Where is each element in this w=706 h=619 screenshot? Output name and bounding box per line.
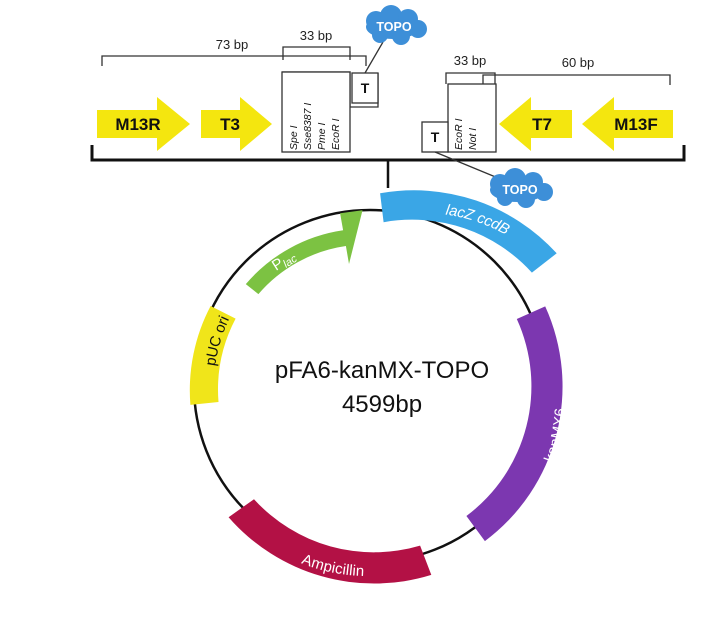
svg-text:T7: T7 — [532, 115, 552, 134]
svg-text:M13R: M13R — [115, 115, 160, 134]
plasmid-name: pFA6-kanMX-TOPO — [275, 357, 489, 384]
site-label-ecor1-right: EcoR I — [453, 118, 465, 150]
span-bracket-60bp — [482, 74, 671, 85]
feature-kanmx6: kanMX6 — [466, 306, 569, 542]
primer-arrow-m13f: M13F — [582, 97, 673, 151]
site-label-not1: Not I — [467, 128, 479, 150]
span-bracket-right-33bp — [445, 72, 496, 84]
site-label-ecor1-left: EcoR I — [330, 118, 342, 150]
plasmid-map: Plac lacZ ccdB kanMX6 Ampicillin — [189, 190, 569, 584]
right-topo-link — [434, 151, 499, 179]
left-t-overhang-label: T — [361, 80, 370, 96]
primer-arrow-m13r: M13R — [97, 97, 190, 151]
site-label-spe1: Spe I — [288, 125, 300, 150]
right-t-overhang-box — [421, 121, 449, 153]
span-bracket-left-33bp — [282, 46, 351, 60]
svg-text:M13F: M13F — [614, 115, 657, 134]
mcs-backbone-line — [90, 145, 686, 162]
feature-puc-ori: pUC ori — [189, 306, 236, 405]
topo-cloud-bottom: TOPO — [490, 168, 553, 208]
site-label-pme1: Pme I — [316, 122, 328, 150]
svg-text:TOPO: TOPO — [502, 183, 537, 197]
span-label-73bp: 73 bp — [216, 37, 249, 52]
mcs-region: 73 bp 33 bp 33 bp 60 bp M13R T3 T7 M13F — [90, 5, 686, 208]
span-label-right-33bp: 33 bp — [454, 53, 487, 68]
svg-text:T3: T3 — [220, 115, 240, 134]
site-label-sse8387i: Sse8387 I — [302, 103, 314, 150]
feature-ampicillin: Ampicillin — [228, 499, 432, 584]
right-t-overhang-label: T — [431, 129, 440, 145]
topo-cloud-top: TOPO — [366, 5, 427, 45]
plasmid-size: 4599bp — [342, 391, 422, 418]
span-bracket-73bp — [101, 55, 367, 66]
primer-arrow-t7: T7 — [499, 97, 572, 151]
span-label-left-33bp: 33 bp — [300, 28, 333, 43]
primer-arrow-t3: T3 — [201, 97, 272, 151]
left-site-box: Spe I Sse8387 I Pme I EcoR I — [281, 71, 379, 153]
svg-text:TOPO: TOPO — [376, 20, 411, 34]
right-site-box: EcoR I Not I — [447, 83, 497, 153]
span-label-60bp: 60 bp — [562, 55, 595, 70]
left-topo-link — [364, 41, 384, 74]
